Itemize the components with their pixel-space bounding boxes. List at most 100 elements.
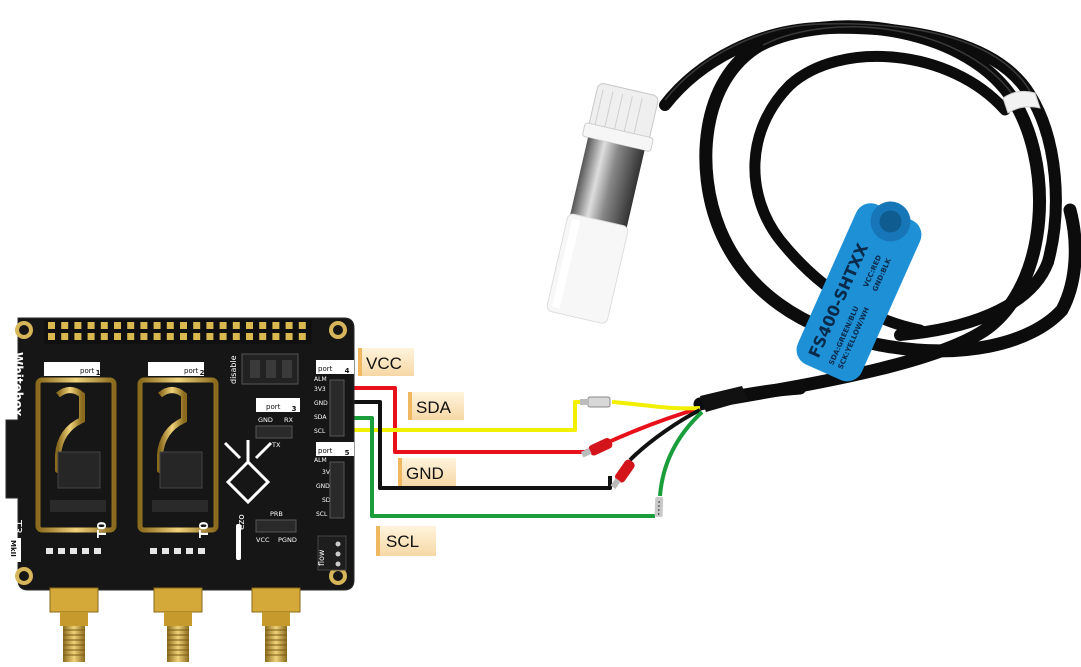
sma-thread <box>167 626 189 662</box>
gpio-pin <box>233 333 240 340</box>
cable-sheath-end <box>700 386 748 412</box>
gpio-pin <box>48 322 55 329</box>
led <box>82 548 89 554</box>
ferrules <box>580 397 663 517</box>
port-3-number: 3 <box>292 405 297 413</box>
gpio-pin <box>246 322 253 329</box>
port-4-pin: 3V3 <box>314 386 326 393</box>
gpio-pin <box>220 333 227 340</box>
gpio-pin <box>167 333 174 340</box>
port-5-number: 5 <box>345 449 350 457</box>
port-1-label: port <box>80 367 95 375</box>
gpio-pin <box>246 333 253 340</box>
gpio-pin <box>154 333 161 340</box>
port-3-pin: GND <box>258 416 273 424</box>
board-brand: Whitebox <box>11 352 25 417</box>
board-model: T3 <box>11 519 24 534</box>
gpio-pin <box>180 333 187 340</box>
led <box>198 548 205 554</box>
sma-base <box>50 588 98 612</box>
callout-label: SCL <box>386 532 419 551</box>
gpio-pin <box>74 322 81 329</box>
gpio-pin <box>140 333 147 340</box>
port-5-pin: SCL <box>316 511 328 518</box>
port-1-number: 1 <box>96 369 101 377</box>
gpio-pin <box>299 333 306 340</box>
port-3-pin: RX <box>284 416 294 424</box>
gpio-pin <box>272 333 279 340</box>
port-2-number: 2 <box>200 369 205 377</box>
callout-scl: SCL <box>376 526 436 556</box>
flow-connector: flow <box>317 536 346 570</box>
gpio-pin <box>206 333 213 340</box>
port-4-pin: SCL <box>314 428 326 435</box>
gpio-pin <box>127 322 134 329</box>
gpio-pin <box>101 333 108 340</box>
led <box>94 548 101 554</box>
board-revision: MkII <box>9 540 17 557</box>
ezo-pin: VCC <box>256 536 270 544</box>
callout-label: GND <box>406 464 444 483</box>
gpio-pin <box>220 322 227 329</box>
port-4-label: port <box>318 365 333 373</box>
gpio-pin <box>259 333 266 340</box>
gpio-pin <box>193 322 200 329</box>
sma-nut <box>164 612 192 626</box>
gpio-pin <box>154 322 161 329</box>
ezo-pin: PRB <box>270 510 283 518</box>
led <box>70 548 77 554</box>
gpio-pin <box>88 333 95 340</box>
port-5-label: port <box>318 447 333 455</box>
callout-label: VCC <box>366 354 402 373</box>
ezo-pin: PGND <box>278 536 297 544</box>
led <box>150 548 157 554</box>
port-2-label: port <box>184 367 199 375</box>
sma-thread <box>63 626 85 662</box>
gpio-pin <box>259 322 266 329</box>
port-4-pin: GND <box>314 400 328 407</box>
port-5-pin: GND <box>316 483 330 490</box>
led <box>174 548 181 554</box>
gpio-pin <box>140 322 147 329</box>
callout-label: SDA <box>416 398 452 417</box>
gpio-housing <box>44 320 312 344</box>
gpio-pin <box>61 322 68 329</box>
sma-connectors <box>50 588 300 662</box>
sma-nut <box>60 612 88 626</box>
port-3-pin: TX <box>271 441 281 449</box>
gpio-pin <box>299 322 306 329</box>
led <box>186 548 193 554</box>
gpio-pin <box>48 333 55 340</box>
wire-vcc <box>330 388 700 452</box>
gpio-pin <box>101 322 108 329</box>
callout-gnd: GND <box>398 458 456 486</box>
port-3-label: port <box>266 403 281 411</box>
led <box>162 548 169 554</box>
channel-1-iso-label: T0 <box>95 521 109 538</box>
sma-thread <box>265 626 287 662</box>
led <box>46 548 53 554</box>
gpio-pin <box>61 333 68 340</box>
port-4-pin: SDA <box>314 414 327 421</box>
port-5-pin: ALM <box>314 457 327 464</box>
wire-gnd <box>330 402 700 488</box>
gpio-pin <box>206 322 213 329</box>
gpio-pin <box>74 333 81 340</box>
gpio-pin <box>180 322 187 329</box>
gpio-pin <box>127 333 134 340</box>
port-4-pin: ALM <box>314 376 327 383</box>
gpio-pin <box>193 333 200 340</box>
sma-nut <box>262 612 290 626</box>
sma-base <box>252 588 300 612</box>
gpio-pin <box>88 322 95 329</box>
gpio-pin <box>114 333 121 340</box>
gpio-pin <box>286 322 293 329</box>
led <box>58 548 65 554</box>
sensor-probe <box>542 82 663 326</box>
gpio-pin <box>272 322 279 329</box>
gpio-pin <box>233 322 240 329</box>
flow-label: flow <box>317 549 326 566</box>
disable-label: disable <box>229 355 238 384</box>
callout-sda: SDA <box>408 392 464 420</box>
